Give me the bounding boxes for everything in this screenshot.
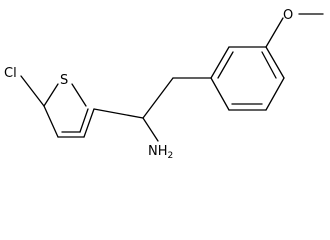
oxygen-label: O	[283, 8, 293, 23]
bond-s-c5	[43, 83, 59, 107]
bond-c3-c2	[83, 108, 95, 138]
bond-ar-4	[265, 77, 285, 111]
sulfur-label: S	[60, 73, 68, 88]
thiophene-ring	[20, 75, 95, 138]
bond-c5-c4	[43, 105, 59, 138]
chemical-structure-diagram: Cl S O NH2	[4, 8, 324, 158]
bond-ar-3	[265, 46, 285, 79]
chlorine-label: Cl	[4, 66, 17, 81]
bond-c5-cl	[20, 75, 45, 107]
bond-ar-1	[210, 46, 230, 79]
bond-c2-c3-double-inner	[79, 108, 89, 133]
side-chain	[93, 77, 212, 142]
bond-ar-o	[265, 17, 284, 48]
bond-ar-double-1	[217, 51, 234, 79]
bond-ch-ch2	[142, 77, 174, 119]
amine-subscript: 2	[168, 151, 174, 158]
benzene-ring	[210, 13, 324, 111]
amine-text: NH	[148, 144, 168, 158]
bond-s-c2	[71, 83, 87, 107]
bond-ch-nh2	[142, 117, 159, 142]
bond-ar-double-2	[261, 51, 277, 79]
amine-label: NH2	[148, 144, 173, 158]
bond-ring-ch	[93, 108, 144, 119]
bond-ar-6	[210, 77, 230, 111]
